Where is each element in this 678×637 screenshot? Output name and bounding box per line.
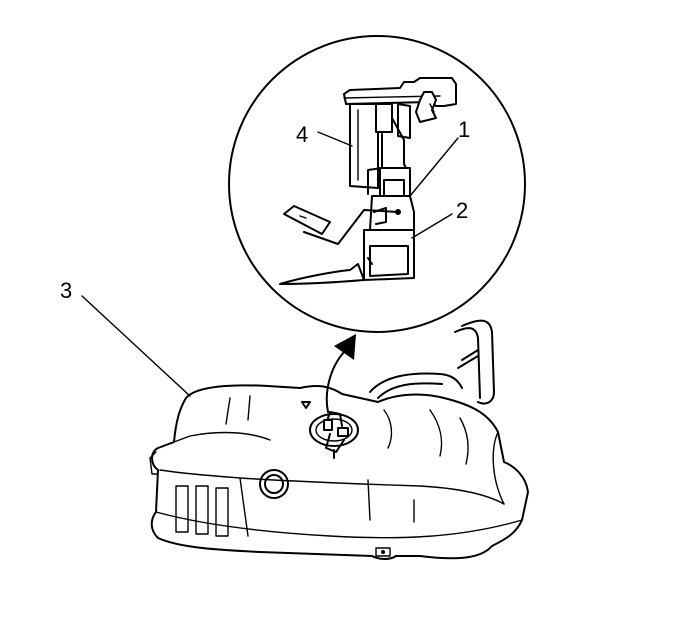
fuel-tank (149, 319, 529, 560)
callout-1: 1 (458, 117, 470, 142)
tank-rib-2 (195, 485, 209, 535)
tank-port-inner (264, 474, 284, 494)
mount-tab-bottom (375, 547, 391, 557)
detail-circle-outline (228, 35, 526, 333)
connector-clip (415, 91, 437, 123)
strainer-lower (369, 245, 409, 277)
pump-motor-top (375, 103, 393, 133)
pump-reservoir (349, 103, 379, 189)
mount-tab-left (149, 451, 159, 475)
vent-hose-lower (377, 382, 443, 399)
pump-flange (309, 411, 359, 459)
detail-circle (228, 35, 526, 333)
pump-bracket (367, 133, 383, 195)
hose-clamp (457, 349, 479, 369)
tank-rib-1 (175, 485, 189, 533)
leader-4 (317, 131, 353, 147)
tank-ridge (383, 409, 393, 449)
magnify-arrow (325, 334, 356, 413)
tank-mark (301, 401, 311, 409)
tank-rib-3 (215, 487, 229, 537)
leader-2 (411, 213, 453, 239)
tank-port-outer (259, 469, 289, 499)
leader-lines (81, 131, 459, 397)
strainer-notch (367, 257, 373, 265)
sender-window (383, 179, 405, 197)
leader-3 (81, 295, 191, 397)
level-sensor-body (369, 195, 415, 231)
vent-hose (369, 372, 463, 393)
float-arm (303, 209, 399, 245)
float-detail (299, 215, 307, 219)
pump-tube (397, 103, 411, 139)
tank-lower-seam (155, 511, 523, 539)
tank-top-edge (173, 431, 271, 443)
tank-curves (429, 409, 469, 465)
tank-end-seam (492, 431, 505, 505)
module-flange (343, 77, 457, 107)
tank-bottom-detail (279, 263, 365, 285)
tank-dimples (367, 479, 415, 523)
filler-hose-inner (454, 327, 481, 399)
float (283, 205, 331, 235)
callout-4: 4 (296, 122, 308, 147)
callout-2: 2 (456, 198, 468, 223)
callout-3: 3 (60, 278, 72, 303)
tank-rib-marks (225, 395, 251, 425)
filler-hose-outer (461, 319, 495, 405)
mount-tab-hole (381, 550, 385, 554)
leader-1 (409, 137, 459, 197)
clip-detail (429, 103, 435, 113)
